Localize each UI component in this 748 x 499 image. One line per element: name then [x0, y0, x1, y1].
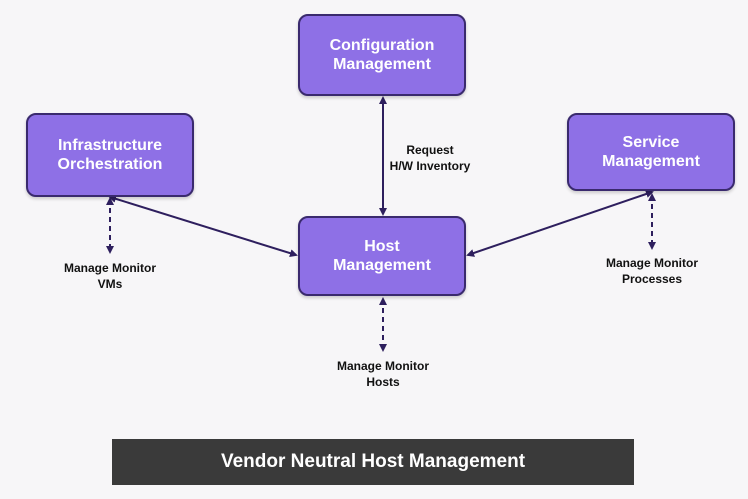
label-manage-hosts: Manage Monitor Hosts [337, 359, 429, 389]
label-request-inventory: Request H/W Inventory [389, 143, 471, 173]
arrow-service-host [466, 190, 654, 257]
node-host-management: Host Management [298, 216, 466, 296]
node-configuration-management: Configuration Management [298, 14, 466, 96]
node-infrastructure-orchestration: Infrastructure Orchestration [26, 113, 194, 197]
label-manage-vms: Manage Monitor VMs [64, 261, 156, 291]
arrow-infra-host [108, 194, 298, 258]
label-manage-processes: Manage Monitor Processes [606, 256, 698, 286]
node-service-management: Service Management [567, 113, 735, 191]
title-banner: Vendor Neutral Host Management [112, 439, 634, 485]
